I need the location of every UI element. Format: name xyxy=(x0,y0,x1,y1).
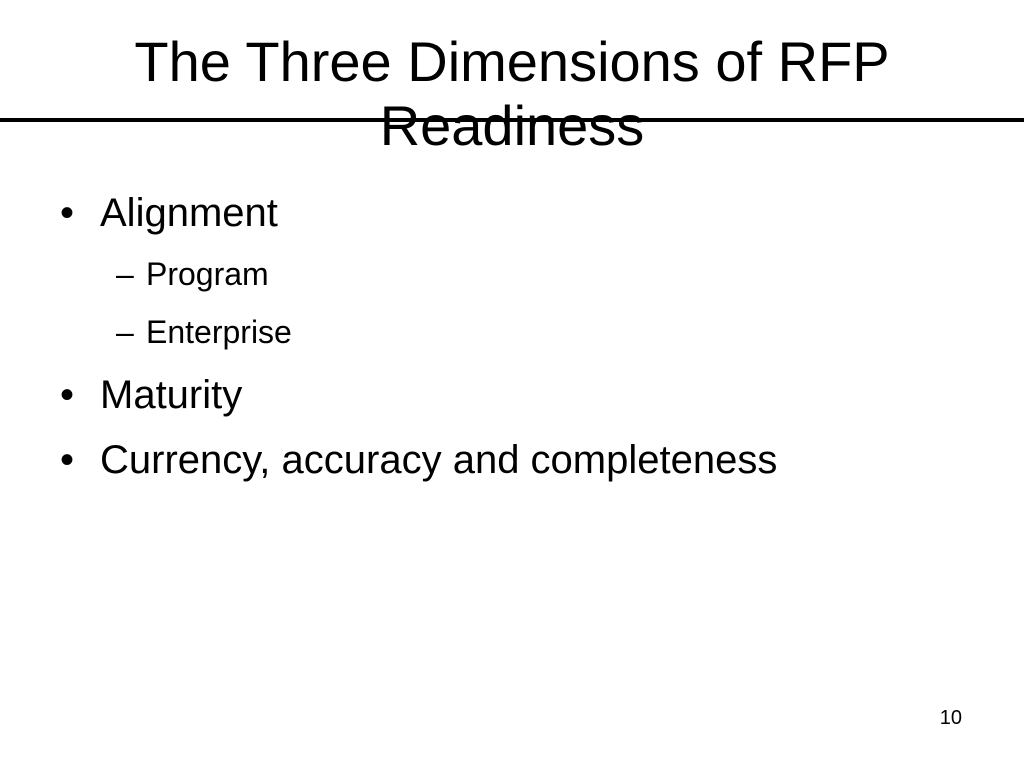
page-number: 10 xyxy=(939,707,962,729)
bullet-item-alignment: • Alignment xyxy=(60,189,278,237)
subitem-enterprise: –Enterprise xyxy=(116,313,292,351)
subitem-glyph: – xyxy=(116,256,134,292)
subitem-glyph: – xyxy=(116,314,134,350)
slide-title-line-1: The Three Dimensions of RFP xyxy=(134,30,890,93)
subitem-text: Enterprise xyxy=(146,314,292,350)
bullet-item-currency: • Currency, accuracy and completeness xyxy=(60,436,777,484)
subitem-text: Program xyxy=(146,256,269,292)
bullet-glyph: • xyxy=(60,373,75,417)
bullet-text: Maturity xyxy=(100,373,243,417)
bullet-text: Currency, accuracy and completeness xyxy=(100,438,778,482)
slide-title: The Three Dimensions of RFP Readiness xyxy=(0,30,1024,158)
slide-title-line-2: Readiness xyxy=(379,94,645,157)
bullet-text: Alignment xyxy=(100,191,278,235)
title-divider xyxy=(0,118,1024,122)
bullet-item-maturity: • Maturity xyxy=(60,371,242,419)
bullet-glyph: • xyxy=(60,438,75,482)
bullet-glyph: • xyxy=(60,191,75,235)
subitem-program: –Program xyxy=(116,255,269,293)
